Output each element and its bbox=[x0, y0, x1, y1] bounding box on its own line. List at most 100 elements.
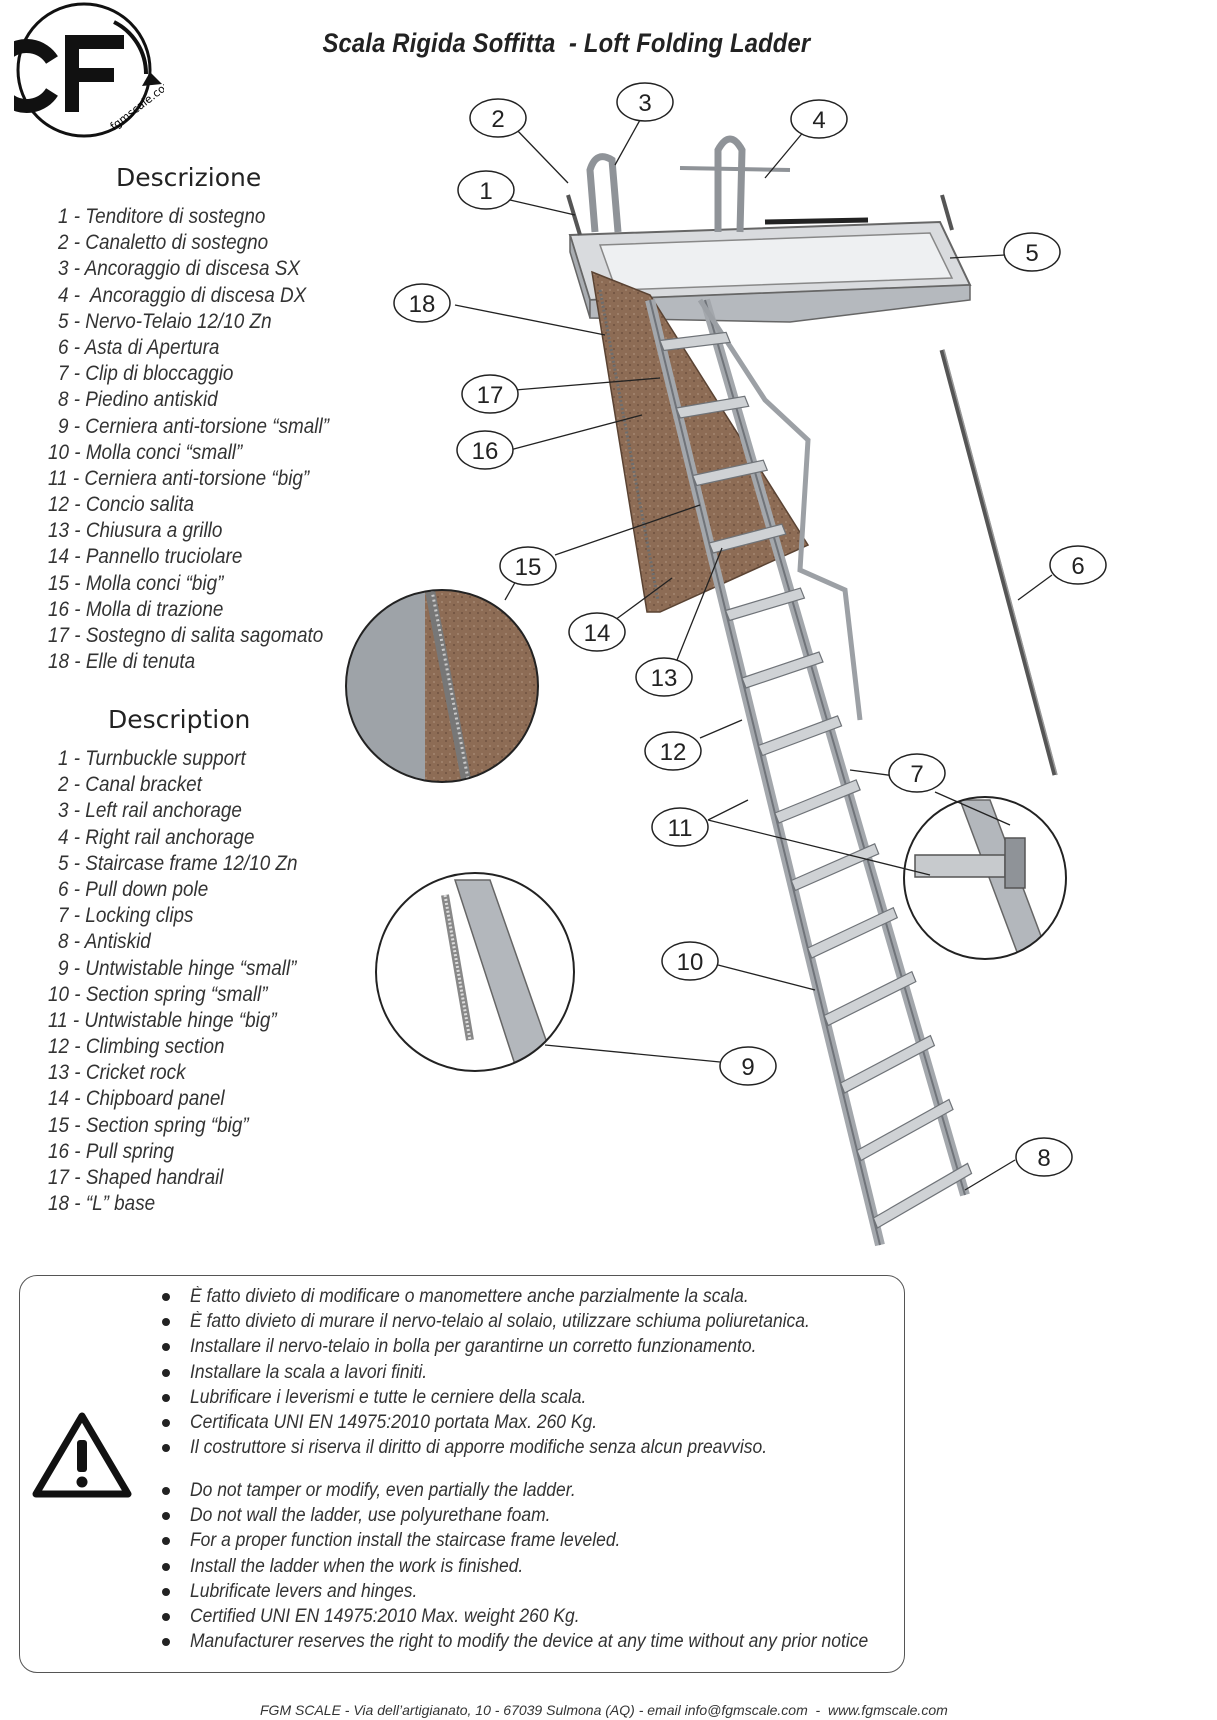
svg-text:9: 9 bbox=[741, 1054, 754, 1081]
callout-11: 11 bbox=[651, 807, 709, 847]
fgm-logo: fgmscale.com bbox=[14, 2, 164, 138]
svg-text:17: 17 bbox=[477, 382, 504, 409]
svg-text:11: 11 bbox=[668, 815, 693, 842]
callout-7: 7 bbox=[888, 753, 946, 793]
legend-item-it: 10 - Molla conci “small” bbox=[48, 440, 243, 464]
legend-item-it: 7 - Clip di bloccaggio bbox=[58, 362, 234, 386]
legend-item-en: 12 - Climbing section bbox=[48, 1035, 225, 1059]
legend-item-en: 2 - Canal bracket bbox=[58, 773, 202, 797]
callout-13: 13 bbox=[635, 657, 693, 697]
legend-item-en: 15 - Section spring “big” bbox=[48, 1113, 249, 1137]
svg-text:8: 8 bbox=[1037, 1145, 1050, 1172]
ladder-tread bbox=[839, 1034, 936, 1094]
bullet-icon bbox=[162, 1393, 170, 1402]
warning-item-it: È fatto divieto di modificare o manomett… bbox=[160, 1284, 864, 1309]
safety-notice-box bbox=[19, 1275, 905, 1673]
legend-item-it: 13 - Chiusura a grillo bbox=[48, 519, 223, 543]
callout-16: 16 bbox=[456, 430, 514, 470]
bullet-icon bbox=[162, 1537, 170, 1546]
warning-item-en: For a proper function install the stairc… bbox=[160, 1528, 927, 1553]
legend-item-en: 6 - Pull down pole bbox=[58, 877, 209, 901]
callout-4: 4 bbox=[790, 99, 848, 139]
detail-spring-small bbox=[375, 872, 575, 1072]
description-heading: Description bbox=[108, 705, 251, 734]
legend-item-en: 4 - Right rail anchorage bbox=[58, 825, 255, 849]
svg-text:4: 4 bbox=[812, 107, 825, 134]
warnings-list-it: È fatto divieto di modificare o manomett… bbox=[160, 1284, 864, 1460]
svg-text:6: 6 bbox=[1071, 553, 1084, 580]
legend-item-en: 18 - “L” base bbox=[48, 1192, 156, 1216]
bullet-icon bbox=[162, 1343, 170, 1352]
bullet-icon bbox=[162, 1444, 170, 1453]
svg-text:13: 13 bbox=[651, 665, 678, 692]
ladder-tread bbox=[708, 523, 787, 554]
bullet-icon bbox=[162, 1562, 170, 1571]
legend-item-en: 1 - Turnbuckle support bbox=[58, 747, 246, 770]
warning-item-en: Manufacturer reserves the right to modif… bbox=[160, 1629, 927, 1654]
callout-15: 15 bbox=[499, 546, 557, 586]
bullet-icon bbox=[162, 1612, 170, 1621]
legend-item-en: 13 - Cricket rock bbox=[48, 1061, 186, 1085]
ladder-tread bbox=[659, 331, 731, 352]
warning-icon bbox=[32, 1412, 132, 1498]
callout-9: 9 bbox=[719, 1046, 777, 1086]
callout-3: 3 bbox=[616, 82, 674, 122]
callout-12: 12 bbox=[644, 731, 702, 771]
svg-text:14: 14 bbox=[584, 620, 611, 647]
ladder-tread bbox=[724, 587, 806, 622]
legend-item-it: 15 - Molla conci “big” bbox=[48, 571, 224, 595]
legend-item-it: 11 - Cerniera anti-torsione “big” bbox=[48, 466, 310, 490]
legend-item-en: 3 - Left rail anchorage bbox=[58, 799, 242, 823]
descrizione-heading: Descrizione bbox=[116, 163, 262, 192]
svg-text:7: 7 bbox=[910, 761, 923, 788]
callout-5: 5 bbox=[1003, 232, 1061, 272]
legend-item-it: 18 - Elle di tenuta bbox=[48, 650, 196, 674]
ladder-tread bbox=[823, 970, 917, 1027]
pull-down-pole bbox=[939, 349, 1058, 776]
callout-18: 18 bbox=[393, 283, 451, 323]
descrizione-list: 1 - Tenditore di sostegno 2 - Canaletto … bbox=[48, 204, 359, 675]
ladder-tread bbox=[806, 906, 899, 959]
bullet-icon bbox=[162, 1293, 170, 1301]
legend-item-en: 10 - Section spring “small” bbox=[48, 982, 268, 1006]
legend-item-it: 8 - Piedino antiskid bbox=[58, 388, 218, 412]
legend-item-it: 2 - Canaletto di sostegno bbox=[58, 231, 269, 255]
warning-item-it: È fatto divieto di murare il nervo-telai… bbox=[160, 1309, 864, 1334]
staircase-frame bbox=[566, 135, 972, 323]
callout-14: 14 bbox=[568, 612, 626, 652]
legend-item-en: 16 - Pull spring bbox=[48, 1139, 175, 1163]
svg-text:10: 10 bbox=[677, 949, 704, 976]
warning-item-it: Certificata UNI EN 14975:2010 portata Ma… bbox=[160, 1410, 864, 1435]
legend-item-en: 9 - Untwistable hinge “small” bbox=[58, 956, 297, 980]
callout-1: 1 bbox=[457, 170, 515, 210]
ladder-tread bbox=[691, 459, 769, 487]
bullet-icon bbox=[162, 1512, 170, 1521]
callout-2: 2 bbox=[469, 98, 527, 138]
svg-text:18: 18 bbox=[409, 291, 436, 318]
svg-text:1: 1 bbox=[479, 178, 492, 205]
page-title: Scala Rigida Soffitta - Loft Folding Lad… bbox=[322, 28, 811, 58]
legend-item-it: 5 - Nervo-Telaio 12/10 Zn bbox=[58, 309, 272, 333]
warning-item-en: Do not tamper or modify, even partially … bbox=[160, 1478, 927, 1503]
chipboard-panel bbox=[591, 270, 810, 613]
legend-item-it: 16 - Molla di trazione bbox=[48, 597, 224, 621]
warning-item-en: Certified UNI EN 14975:2010 Max. weight … bbox=[160, 1604, 927, 1629]
warnings-list-en: Do not tamper or modify, even partially … bbox=[160, 1478, 927, 1654]
description-list: 1 - Turnbuckle support 2 - Canal bracket… bbox=[48, 746, 324, 1217]
bullet-icon bbox=[162, 1587, 170, 1596]
legend-item-en: 11 - Untwistable hinge “big” bbox=[48, 1008, 277, 1032]
svg-text:16: 16 bbox=[472, 438, 499, 465]
legend-item-it: 3 - Ancoraggio di discesa SX bbox=[58, 257, 300, 281]
warning-item-it: Installare la scala a lavori finiti. bbox=[160, 1360, 864, 1385]
warning-item-it: Installare il nervo-telaio in bolla per … bbox=[160, 1334, 864, 1359]
ladder-tread bbox=[872, 1162, 973, 1229]
bullet-icon bbox=[162, 1487, 170, 1495]
legend-item-en: 14 - Chipboard panel bbox=[48, 1087, 225, 1111]
warning-item-en: Lubrificate levers and hinges. bbox=[160, 1579, 927, 1604]
legend-item-it: 17 - Sostegno di salita sagomato bbox=[48, 624, 324, 647]
legend-item-en: 7 - Locking clips bbox=[58, 904, 194, 928]
legend-item-en: 8 - Antiskid bbox=[58, 930, 151, 954]
ladder-tread bbox=[790, 842, 880, 892]
callout-6: 6 bbox=[1049, 545, 1107, 585]
ladder-tread bbox=[741, 651, 824, 689]
